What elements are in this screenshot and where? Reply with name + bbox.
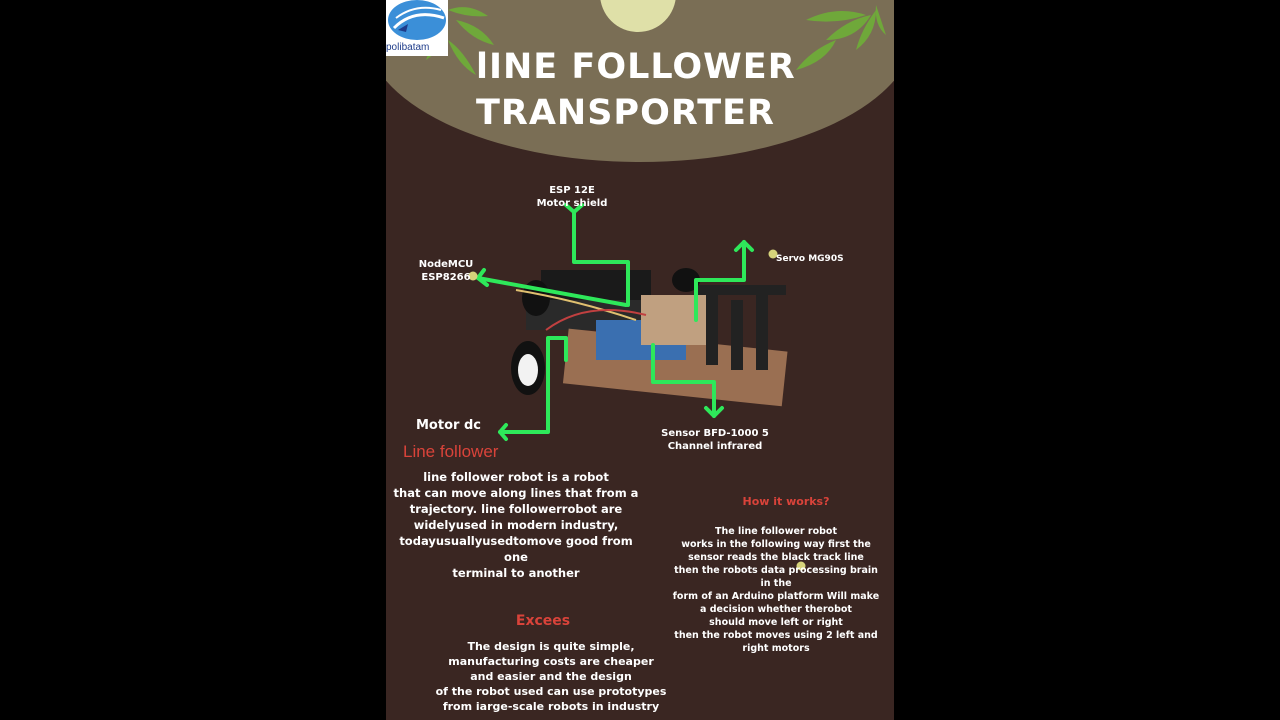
excees-body: The design is quite simple, manufacturin… bbox=[426, 639, 676, 714]
how-line: in the bbox=[760, 578, 792, 589]
how-line: right motors bbox=[742, 643, 810, 654]
header-ellipse bbox=[386, 0, 894, 162]
how-line: form of an Arduino platform Will make bbox=[672, 591, 880, 602]
label-sensor: Sensor BFD-1000 5 Channel infrared bbox=[650, 427, 780, 453]
heading-excees: Excees bbox=[515, 613, 571, 629]
sun-circle bbox=[600, 0, 676, 32]
lf-line: todayusuallyusedtomove good from one bbox=[399, 534, 633, 564]
how-line: sensor reads the black track line bbox=[688, 552, 864, 563]
arrow-servo bbox=[694, 240, 746, 322]
arrow-esp bbox=[572, 210, 630, 307]
ex-line: from iarge-scale robots in industry bbox=[442, 700, 660, 713]
lf-line: terminal to another bbox=[452, 566, 580, 580]
how-it-works-body: The line follower robot works in the fol… bbox=[666, 525, 886, 655]
heading-how-it-works: How it works? bbox=[742, 495, 830, 508]
poster-artwork bbox=[386, 0, 894, 571]
bamboo-leaves-right-icon bbox=[796, 5, 886, 70]
heading-line-follower: Line follower bbox=[403, 442, 499, 461]
label-motor: Motor dc bbox=[416, 418, 481, 433]
label-servo: Servo MG90S bbox=[776, 254, 844, 264]
ex-line: The design is quite simple, bbox=[467, 640, 635, 653]
callout-arrows bbox=[476, 203, 754, 441]
dot-decor bbox=[796, 561, 806, 571]
how-line: a decision whether therobot bbox=[700, 604, 852, 615]
arrow-sensor bbox=[651, 343, 716, 418]
title-line-1: lINE FOLLOWER bbox=[476, 47, 796, 87]
label-esp-line1: ESP 12E bbox=[549, 185, 595, 196]
robot-photo bbox=[511, 268, 788, 407]
ex-line: of the robot used can use prototypes bbox=[435, 685, 667, 698]
arrow-nodemcu bbox=[476, 276, 628, 307]
label-sensor-line1: Sensor BFD-1000 5 bbox=[661, 428, 769, 439]
how-line: The line follower robot bbox=[714, 526, 837, 537]
polibatam-logo: polibatam bbox=[386, 0, 448, 56]
label-nodemcu: NodeMCU ESP8266 bbox=[406, 258, 486, 284]
label-sensor-line2: Channel infrared bbox=[667, 441, 763, 452]
lf-line: line follower robot is a robot bbox=[423, 470, 609, 484]
how-line: should move left or right bbox=[709, 617, 843, 628]
label-esp: ESP 12E Motor shield bbox=[522, 184, 622, 210]
lf-line: that can move along lines that from a bbox=[393, 486, 639, 500]
title-line-2: TRANSPORTER bbox=[476, 93, 775, 133]
poster: polibatam lINE FOLLOWER TRANSPORTER ESP … bbox=[386, 0, 894, 720]
lf-line: trajectory. line followerrobot are bbox=[409, 502, 623, 516]
how-line: works in the following way first the bbox=[681, 539, 871, 550]
how-line: then the robots data processing brain bbox=[674, 565, 878, 576]
dot-servo bbox=[768, 249, 778, 259]
label-nodemcu-line1: NodeMCU bbox=[418, 259, 474, 270]
lf-line: widelyused in modern industry, bbox=[413, 518, 619, 532]
how-line: then the robot moves using 2 left and bbox=[674, 630, 878, 641]
label-esp-line2: Motor shield bbox=[536, 198, 608, 209]
logo-swoosh-icon bbox=[388, 0, 446, 40]
arrow-motor bbox=[498, 336, 568, 434]
ex-line: manufacturing costs are cheaper bbox=[448, 655, 654, 668]
line-follower-body: line follower robot is a robot that can … bbox=[386, 469, 646, 581]
label-nodemcu-line2: ESP8266 bbox=[421, 272, 471, 283]
logo-text: polibatam bbox=[386, 42, 430, 53]
dot-nodemcu bbox=[468, 271, 478, 281]
ex-line: and easier and the design bbox=[470, 670, 632, 683]
